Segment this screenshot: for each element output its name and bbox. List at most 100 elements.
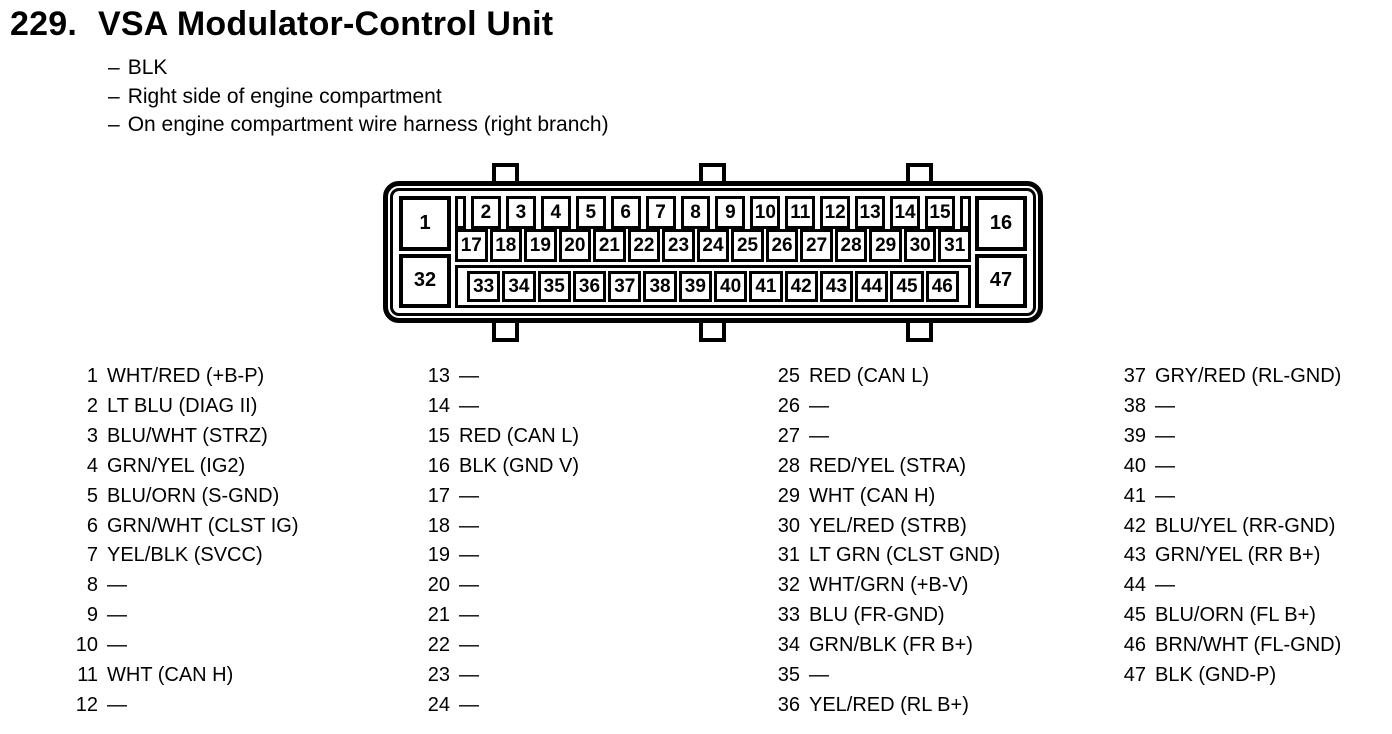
- page-title: 229. VSA Modulator-Control Unit: [10, 5, 553, 44]
- pin-label: YEL/RED (STRB): [809, 514, 967, 537]
- connector-pin-12: 12: [820, 196, 851, 229]
- location-note-1: –BLK: [108, 56, 609, 85]
- pin-row-9: 9—: [62, 601, 298, 631]
- mounting-tab-top-left: [492, 163, 519, 184]
- pin-number: 3: [86, 425, 98, 448]
- pin-number: 2: [86, 395, 98, 418]
- pin-number: 13: [427, 365, 450, 388]
- pin-number: 23: [427, 663, 450, 686]
- pin-label: —: [459, 574, 479, 597]
- connector-pin-36: 36: [572, 271, 607, 302]
- pin-row-45: 45 BLU/ORN (FL B+): [1110, 601, 1341, 631]
- dash-bullet: –: [108, 56, 120, 79]
- pin-label: —: [809, 395, 829, 418]
- blank-slot-left: [455, 196, 466, 229]
- pin-number: 16: [427, 454, 450, 477]
- pin-number: 42: [1123, 514, 1146, 537]
- pin-row-41: 41—: [1110, 481, 1341, 511]
- pin-number: 21: [427, 604, 450, 627]
- pin-row-24: 24—: [414, 690, 579, 720]
- connector-pin-34: 34: [502, 271, 536, 302]
- connector-pin-7: 7: [645, 196, 676, 229]
- pin-row-26: 26—: [764, 392, 1000, 422]
- connector-pin-33: 33: [467, 271, 501, 302]
- pin-number: 1: [86, 365, 98, 388]
- mounting-tab-top-center: [699, 163, 726, 184]
- pin-row-8: 8—: [62, 571, 298, 601]
- pin-row-39: 39—: [1110, 422, 1341, 452]
- dash-bullet: –: [108, 113, 120, 137]
- connector-pin-15: 15: [924, 196, 955, 229]
- connector-pin-14: 14: [890, 196, 920, 229]
- pin-row-2: 2 LT BLU (DIAG II): [62, 392, 298, 422]
- section-number: 229.: [10, 5, 77, 43]
- pin-label: GRN/BLK (FR B+): [809, 634, 973, 657]
- pin-row-14: 14—: [414, 392, 579, 422]
- connector-left-column: 1 32: [399, 196, 451, 308]
- pin-number: 10: [75, 634, 98, 657]
- pin-row-19: 19 —: [414, 541, 579, 571]
- pin-number: 4: [86, 454, 98, 477]
- connector-pin-47: 47: [975, 253, 1027, 308]
- pin-number: 32: [777, 574, 800, 597]
- pin-row-13: 13 —: [414, 362, 579, 392]
- pin-row-17: 17—: [414, 481, 579, 511]
- connector-pin-25: 25: [731, 229, 764, 262]
- pin-label: —: [1155, 574, 1175, 597]
- connector-pin-3: 3: [505, 196, 536, 229]
- pin-number: 25: [777, 365, 800, 388]
- connector-pin-23: 23: [662, 229, 695, 262]
- pin-row-27: 27—: [764, 422, 1000, 452]
- pin-label: —: [459, 484, 479, 507]
- connector-pin-45: 45: [890, 271, 924, 302]
- pin-number: 45: [1123, 604, 1146, 627]
- pin-number: 24: [427, 693, 450, 716]
- pin-label: —: [459, 365, 479, 388]
- connector-pin-41: 41: [749, 271, 783, 302]
- pin-number: 12: [75, 693, 98, 716]
- pin-label: GRN/YEL (RR B+): [1155, 544, 1321, 567]
- pin-label: BLU/ORN (FL B+): [1155, 604, 1316, 627]
- connector-pin-4: 4: [540, 196, 571, 229]
- connector-pin-10: 10: [750, 196, 781, 229]
- pin-label: LT BLU (DIAG II): [107, 395, 258, 418]
- pin-label: GRN/YEL (IG2): [107, 454, 246, 477]
- pin-number: 19: [427, 544, 450, 567]
- pin-label: —: [459, 514, 479, 537]
- pin-number: 5: [86, 484, 98, 507]
- pin-number: 35: [777, 663, 800, 686]
- pin-number: 36: [777, 693, 800, 716]
- pin-label: —: [459, 544, 479, 567]
- pin-number: 28: [777, 454, 800, 477]
- connector-pin-32: 32: [399, 253, 451, 308]
- connector-pin-46: 46: [925, 271, 959, 302]
- pin-label: —: [1155, 395, 1175, 418]
- connector-pin-27: 27: [800, 229, 833, 262]
- connector-pin-31: 31: [938, 229, 971, 262]
- section-title: VSA Modulator-Control Unit: [97, 5, 554, 43]
- connector-pin-6: 6: [610, 196, 641, 229]
- pin-row-12: 12—: [62, 690, 298, 720]
- pin-number: 41: [1123, 484, 1146, 507]
